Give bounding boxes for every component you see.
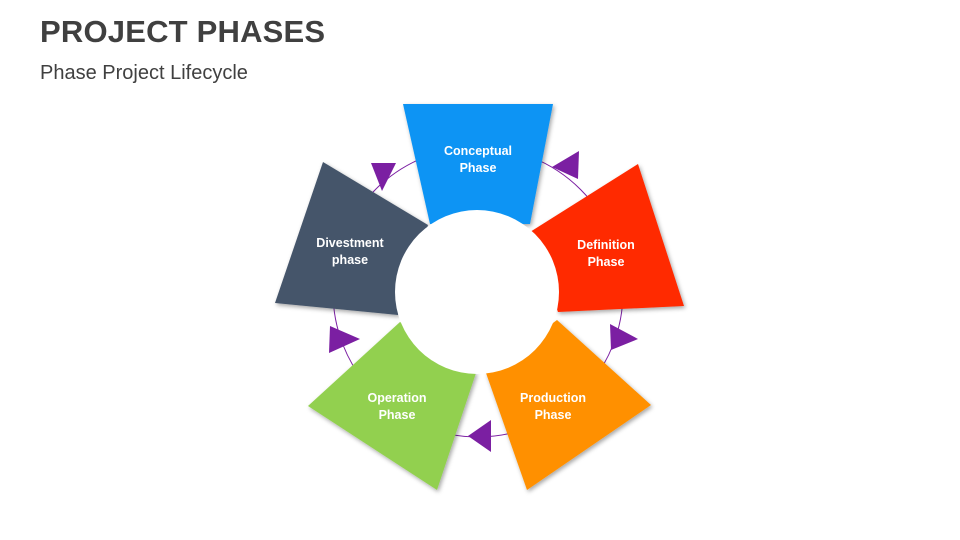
- phase-definition-shape: [530, 164, 684, 312]
- page-subtitle: Phase Project Lifecycle: [40, 62, 248, 84]
- cycle-arrow-icon: [610, 324, 638, 350]
- cycle-arrow-icon: [371, 163, 396, 191]
- svg-text:Divestment: Divestment: [316, 236, 384, 250]
- center-hub: [395, 210, 559, 374]
- svg-text:Operation: Operation: [367, 391, 426, 405]
- svg-text:Phase: Phase: [460, 161, 497, 175]
- page-title: PROJECT PHASES: [40, 14, 326, 49]
- phase-production-label: Production Phase: [520, 391, 586, 422]
- svg-text:Phase: Phase: [588, 255, 625, 269]
- svg-text:Conceptual: Conceptual: [444, 144, 512, 158]
- svg-text:Phase: Phase: [379, 408, 416, 422]
- svg-text:Phase: Phase: [535, 408, 572, 422]
- phase-divestment-shape: [275, 162, 428, 315]
- cycle-arrow-icon: [552, 151, 579, 179]
- phase-production-shape: [486, 320, 651, 490]
- svg-text:phase: phase: [332, 253, 368, 267]
- phase-operation-label: Operation Phase: [367, 391, 426, 422]
- phase-divestment-label: Divestment phase: [316, 236, 384, 267]
- svg-text:Definition: Definition: [577, 238, 635, 252]
- phase-conceptual-label: Conceptual Phase: [444, 144, 512, 175]
- svg-text:Production: Production: [520, 391, 586, 405]
- phase-conceptual-shape: [403, 104, 553, 224]
- phase-definition-label: Definition Phase: [577, 238, 635, 269]
- cycle-arrow-icon: [468, 420, 491, 452]
- phase-operation-shape: [308, 322, 476, 490]
- cycle-arrow-icon: [329, 326, 360, 353]
